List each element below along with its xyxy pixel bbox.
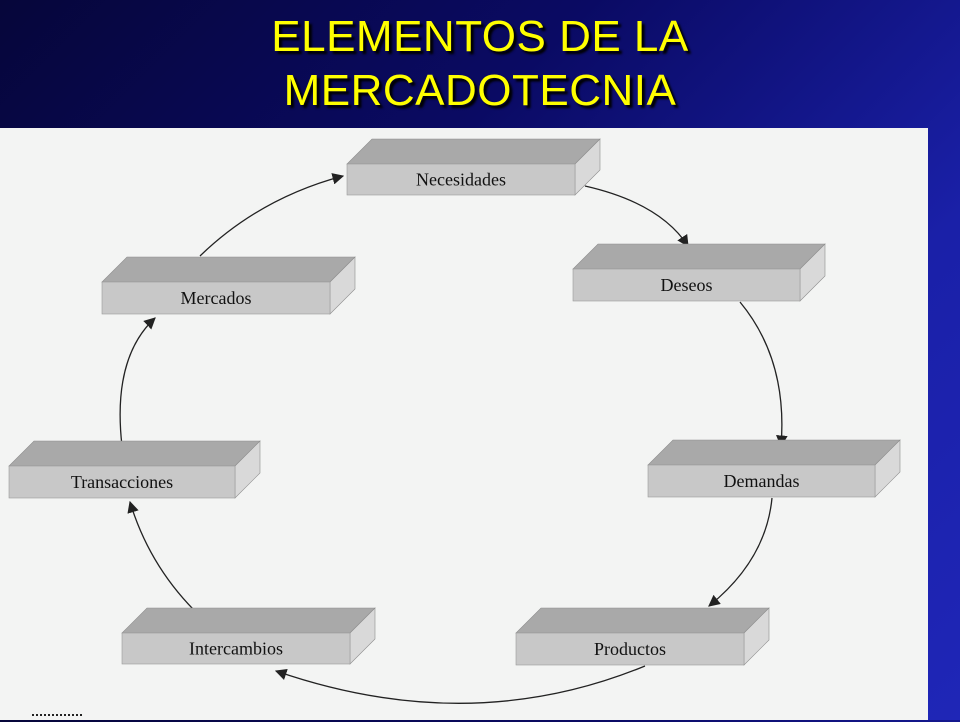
cycle-arrow [708, 497, 773, 607]
node-label: Intercambios [189, 639, 283, 659]
node-label: Transacciones [71, 472, 173, 492]
node-deseos: Deseos [572, 243, 826, 302]
node-front-face [121, 632, 351, 665]
node-front-face [101, 281, 331, 315]
node-top-face [121, 607, 376, 634]
cycle-arrow [119, 317, 156, 447]
cycle-arrows [119, 173, 788, 704]
node-front-face [8, 465, 236, 499]
slide-title: ELEMENTOS DE LA MERCADOTECNIA [0, 0, 960, 128]
node-top-face [346, 138, 601, 165]
cycle-arrow [127, 500, 201, 617]
cycle-arrow [199, 173, 345, 257]
node-demandas: Demandas [647, 439, 901, 498]
node-intercambios: Intercambios [121, 607, 376, 665]
title-line-1: ELEMENTOS DE LA [271, 12, 689, 61]
node-label: Deseos [661, 275, 713, 295]
title-line-2: MERCADOTECNIA [283, 66, 677, 115]
node-top-face [572, 243, 826, 270]
node-top-face [515, 607, 770, 634]
node-front-face [647, 464, 876, 498]
node-necesidades: Necesidades [346, 138, 601, 196]
cycle-arrow [274, 665, 646, 704]
cycle-arrow [584, 185, 689, 247]
node-front-face [515, 632, 745, 666]
node-mercados: Mercados [101, 256, 356, 315]
node-productos: Productos [515, 607, 770, 666]
node-transacciones: Transacciones [8, 440, 261, 499]
node-top-face [8, 440, 261, 467]
cycle-arrow [739, 301, 788, 448]
node-label: Necesidades [416, 170, 506, 190]
node-label: Demandas [724, 471, 800, 491]
node-top-face [101, 256, 356, 283]
node-front-face [572, 268, 801, 302]
node-label: Productos [594, 639, 666, 659]
node-label: Mercados [181, 288, 252, 308]
corner-mark [32, 714, 82, 722]
node-top-face [647, 439, 901, 466]
node-front-face [346, 163, 576, 196]
